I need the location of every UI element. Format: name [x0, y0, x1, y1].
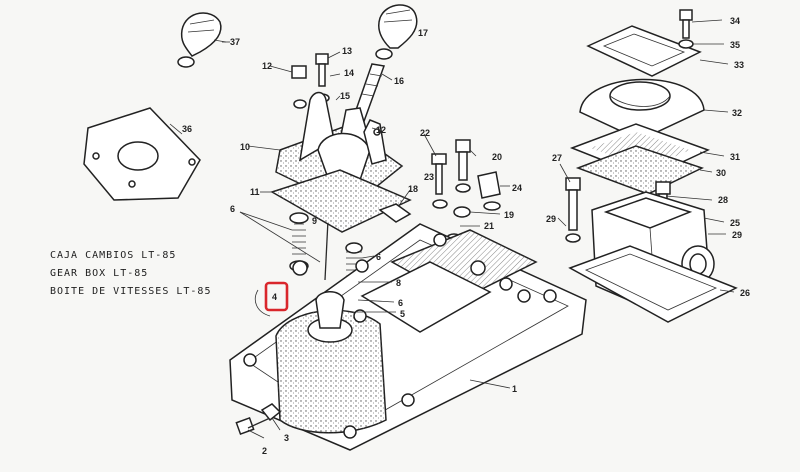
callout-22: 22 [420, 128, 430, 138]
leader-lines [222, 19, 735, 439]
clip-18 [378, 203, 412, 223]
cover-gasket-33 [586, 25, 702, 77]
gasket-26 [568, 245, 738, 323]
callout-15: 15 [340, 91, 350, 101]
callout-5: 5 [400, 309, 405, 319]
callout-29-right: 29 [732, 230, 742, 240]
callout-26: 26 [740, 288, 750, 298]
callout-6-left: 6 [230, 204, 235, 214]
boot-32 [579, 78, 705, 141]
bolt-2 [235, 417, 271, 435]
callout-11: 11 [250, 187, 260, 197]
callout-1: 1 [512, 384, 517, 394]
callout-19: 19 [504, 210, 514, 220]
callout-37: 37 [230, 37, 240, 47]
gear-knob-17 [375, 4, 418, 60]
callout-18: 18 [408, 184, 418, 194]
callout-6-lower: 6 [398, 298, 403, 308]
callout-8: 8 [396, 278, 401, 288]
callout-31: 31 [730, 152, 740, 162]
callout-6-right: 6 [376, 252, 381, 262]
callout-29-left: 29 [546, 214, 556, 224]
callout-2: 2 [262, 446, 267, 456]
callout-10: 10 [240, 142, 250, 152]
gasket-11 [270, 169, 412, 233]
callout-12-top: 12 [262, 61, 272, 71]
callout-36: 36 [182, 124, 192, 134]
caption-english: GEAR BOX LT-85 [50, 268, 149, 279]
callout-33: 33 [734, 60, 744, 70]
callout-34: 34 [730, 16, 740, 26]
bolt-20 [455, 139, 471, 193]
spring-6 [345, 242, 363, 277]
gearbox-housing-1 [229, 223, 587, 451]
bolt-34 [678, 9, 694, 49]
callout-17: 17 [418, 28, 428, 38]
callout-20: 20 [492, 152, 502, 162]
plate-30 [575, 145, 704, 195]
callout-9: 9 [312, 216, 317, 226]
callout-28: 28 [718, 195, 728, 205]
callout-27: 27 [552, 153, 562, 163]
callout-3: 3 [284, 433, 289, 443]
caption-spanish: CAJA CAMBIOS LT-85 [50, 250, 177, 261]
spacer-12 [291, 65, 307, 79]
callout-16: 16 [394, 76, 404, 86]
callout-4-highlighted: 4 [272, 292, 277, 302]
bolt-27 [565, 177, 581, 243]
callout-14: 14 [344, 68, 354, 78]
highlight-box [264, 281, 289, 312]
callout-13: 13 [342, 46, 352, 56]
callout-24: 24 [512, 183, 522, 193]
caption-french: BOITE DE VITESSES LT-85 [50, 286, 212, 297]
callout-30: 30 [716, 168, 726, 178]
callout-25: 25 [730, 218, 740, 228]
cover-plate-36 [83, 107, 201, 201]
bolt-22 [431, 153, 448, 209]
callout-35: 35 [730, 40, 740, 50]
nut-3 [260, 403, 282, 422]
callout-32: 32 [732, 108, 742, 118]
callout-21: 21 [484, 221, 494, 231]
callout-23: 23 [424, 172, 434, 182]
callout-12-mid: 12 [376, 125, 386, 135]
gear-knob-37 [177, 12, 227, 68]
washer-19 [453, 206, 471, 218]
plug-24 [477, 171, 501, 211]
